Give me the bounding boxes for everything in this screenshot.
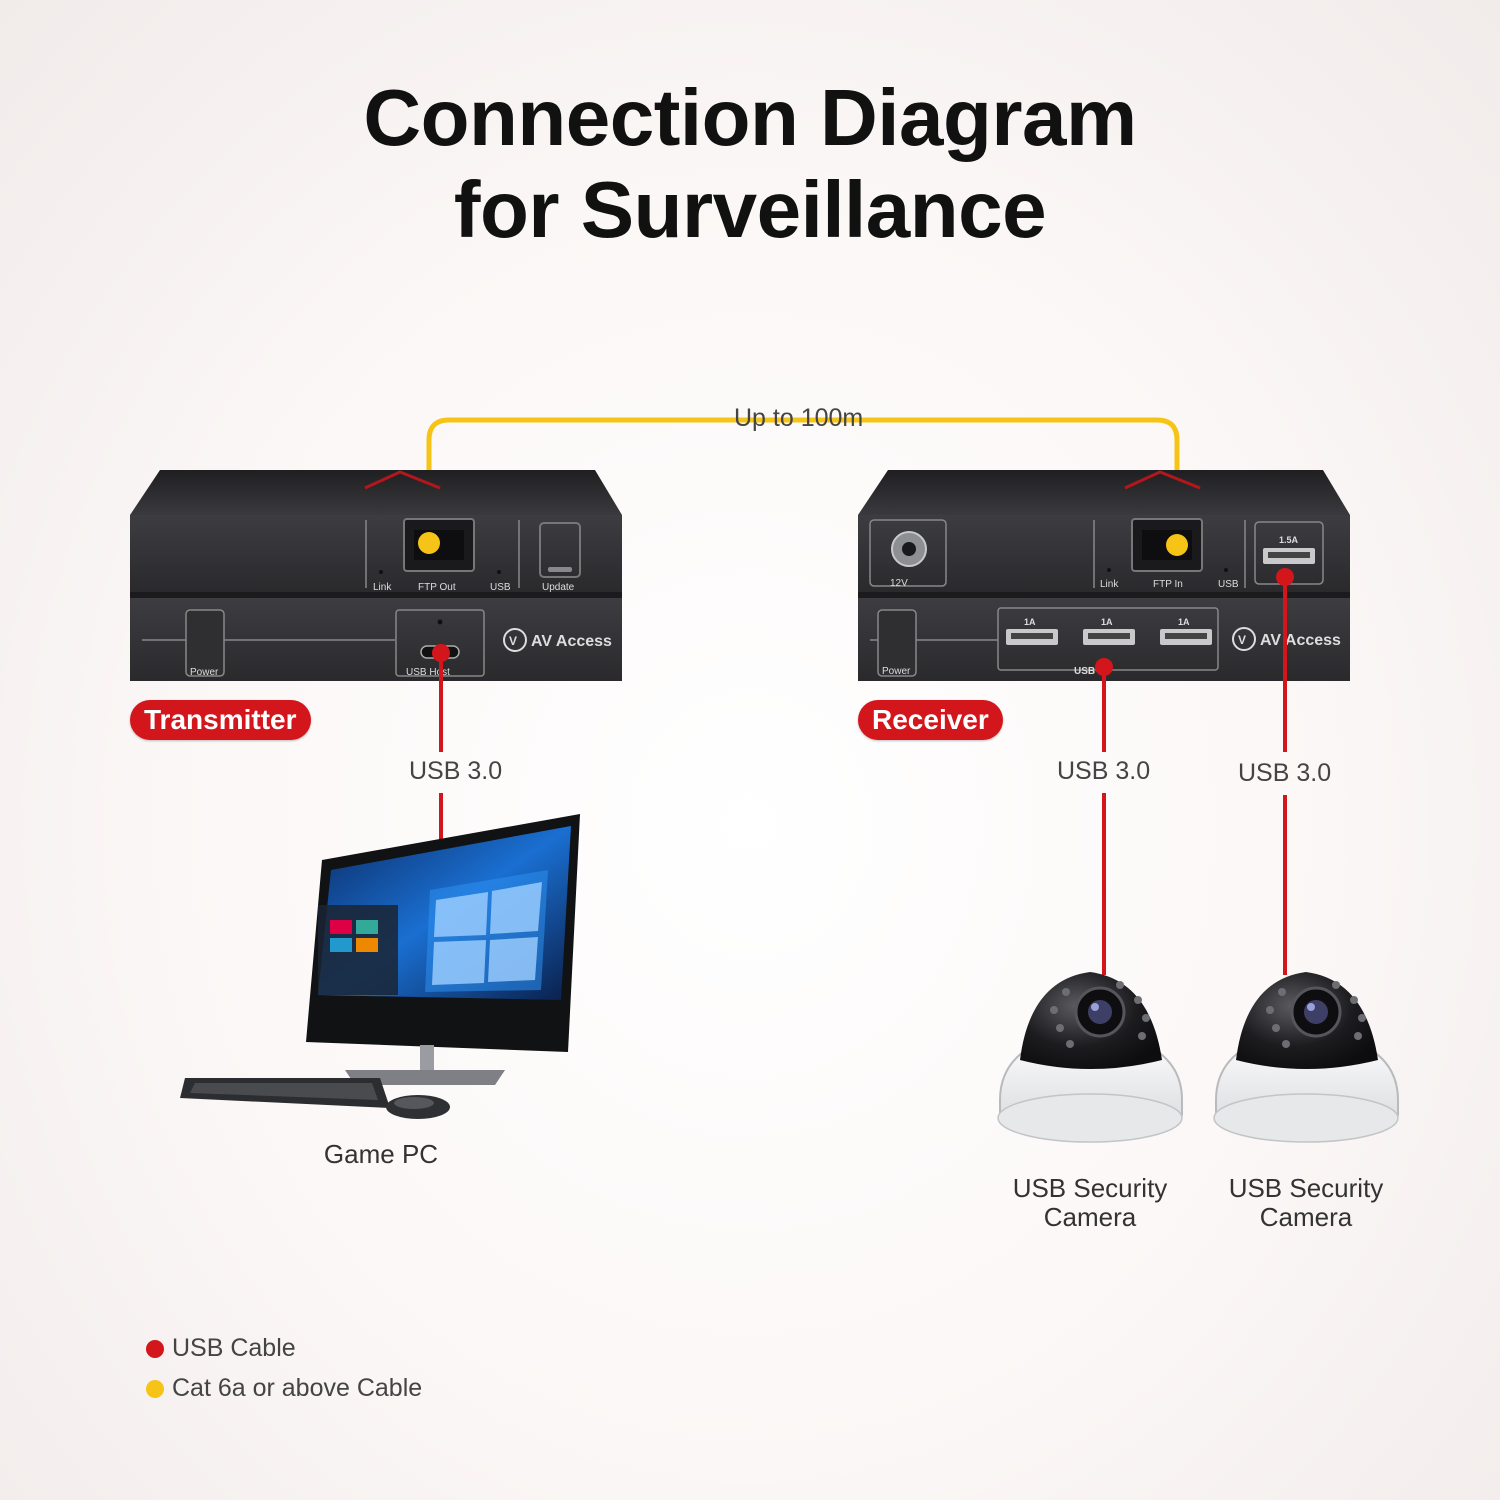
transmitter-device: Link FTP Out USB Update Power USB Host V… <box>130 470 622 681</box>
usb-label-camera-2: USB 3.0 <box>1238 759 1332 787</box>
security-camera-2 <box>1213 972 1399 1143</box>
usb-label-camera-1: USB 3.0 <box>1057 757 1151 785</box>
camera-1-caption-line-1: USB Security <box>1012 1173 1168 1203</box>
rx-cat-port-dot <box>1166 534 1188 556</box>
rx-power-label: Power <box>882 666 911 677</box>
svg-text:V: V <box>1238 633 1246 647</box>
rx-port-3-label: 1A <box>1178 617 1190 627</box>
camera-2-caption: USB Security Camera <box>1206 1174 1406 1232</box>
svg-text:V: V <box>509 634 517 648</box>
legend-label-usb-cable: USB Cable <box>172 1334 296 1362</box>
title-line-2: for Surveillance <box>453 165 1047 254</box>
game-pc-caption: Game PC <box>323 1139 439 1169</box>
camera-2-caption-line-1: USB Security <box>1228 1173 1384 1203</box>
cable-distance-label: Up to 100m <box>734 404 864 432</box>
security-camera-1 <box>997 972 1183 1143</box>
rx-link-label: Link <box>1100 579 1119 590</box>
tx-brand-label: AV Access <box>531 633 612 650</box>
game-pc-illustration <box>180 814 580 1119</box>
tx-port-label: FTP Out <box>418 582 456 593</box>
rx-port-1-label: 1A <box>1024 617 1036 627</box>
tx-link-label: Link <box>373 582 392 593</box>
rx-usb-front-label: USB <box>1074 666 1095 677</box>
cat-cable <box>426 417 1180 545</box>
tx-update-label: Update <box>542 582 575 593</box>
rx-usb-port-dot-1 <box>1095 658 1113 676</box>
camera-1-caption: USB Security Camera <box>990 1174 1190 1232</box>
tx-cat-port-dot <box>418 532 440 554</box>
rx-usb-label: USB <box>1218 579 1239 590</box>
rx-current-top-label: 1.5A <box>1279 535 1299 545</box>
tx-usb-host-label: USB Host <box>406 667 450 678</box>
diagram-title: Connection Diagram for Surveillance <box>0 72 1500 256</box>
usb-label-pc: USB 3.0 <box>409 757 503 785</box>
transmitter-tag: Transmitter <box>130 700 311 740</box>
legend-dot-yellow <box>146 1379 164 1398</box>
legend-dot-red <box>146 1339 164 1358</box>
rx-usb-port-dot-2 <box>1276 568 1294 586</box>
rx-usb-ports: 1A 1A 1A <box>1006 617 1212 645</box>
camera-2-caption-line-2: Camera <box>1259 1202 1353 1232</box>
title-line-1: Connection Diagram <box>363 73 1137 162</box>
tx-power-label: Power <box>190 667 219 678</box>
tx-usb-port-dot <box>432 644 450 662</box>
tx-usb-label: USB <box>490 582 511 593</box>
rx-port-label: FTP In <box>1153 579 1183 590</box>
legend-item-cat-cable: Cat 6a or above Cable <box>146 1374 422 1403</box>
rx-dc-label: 12V <box>890 578 908 589</box>
legend-label-cat-cable: Cat 6a or above Cable <box>172 1374 423 1402</box>
rx-brand-label: AV Access <box>1260 632 1341 649</box>
camera-1-caption-line-2: Camera <box>1043 1202 1137 1232</box>
rx-port-2-label: 1A <box>1101 617 1113 627</box>
receiver-tag: Receiver <box>858 700 1003 740</box>
legend-item-usb-cable: USB Cable <box>146 1334 296 1363</box>
